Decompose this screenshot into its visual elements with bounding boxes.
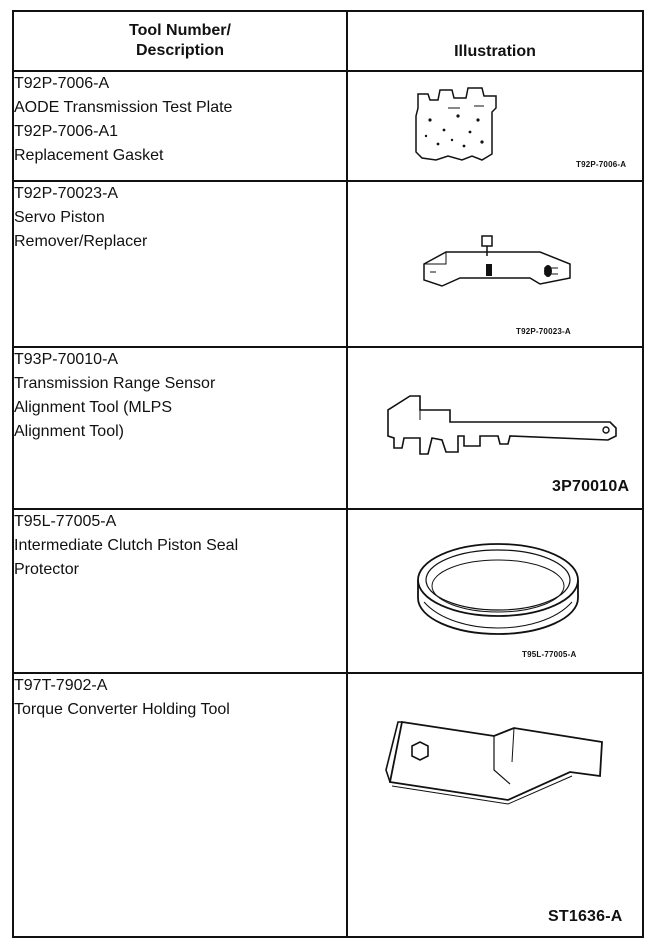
tool-illustration: T95L-77005-A xyxy=(346,508,644,674)
header-row: Tool Number/ Description Illustration xyxy=(12,10,644,72)
tool-number: T97T-7902-A xyxy=(14,677,108,694)
header-illustration-label: Illustration xyxy=(454,43,536,60)
tool-description-line: Remover/Replacer xyxy=(14,233,148,250)
tool-description: T92P-7006-A AODE Transmission Test Plate… xyxy=(12,70,348,182)
header-illustration: Illustration xyxy=(346,10,644,72)
tool-number: T93P-70010-A xyxy=(14,351,119,368)
tool-number: T92P-7006-A xyxy=(14,75,110,92)
servo-piston-tool-icon xyxy=(423,235,571,287)
tool-description-line: Alignment Tool) xyxy=(14,423,124,440)
tool-description-line: Alignment Tool (MLPS xyxy=(14,399,172,416)
tool-illustration: 3P70010A xyxy=(346,346,644,510)
figure-code: T92P-70023-A xyxy=(516,327,571,336)
figure-code: 3P70010A xyxy=(552,478,630,495)
tool-description: T95L-77005-A Intermediate Clutch Piston … xyxy=(12,508,348,674)
table-row: T92P-70023-A Servo Piston Remover/Replac… xyxy=(12,180,644,348)
tool-illustration: T92P-7006-A xyxy=(346,70,644,182)
tool-description: T97T-7902-A Torque Converter Holding Too… xyxy=(12,672,348,938)
header-description: Tool Number/ Description xyxy=(12,10,348,72)
table-row: T93P-70010-A Transmission Range Sensor A… xyxy=(12,346,644,510)
tool-description: T92P-70023-A Servo Piston Remover/Replac… xyxy=(12,180,348,348)
tool-number: T92P-70023-A xyxy=(14,185,119,202)
tool-description-line: Replacement Gasket xyxy=(14,147,164,164)
tool-description-line: Torque Converter Holding Tool xyxy=(14,701,230,718)
test-plate-icon xyxy=(415,87,497,161)
table-row: T95L-77005-A Intermediate Clutch Piston … xyxy=(12,508,644,674)
figure-code: T92P-7006-A xyxy=(576,160,627,169)
tool-illustration: ST1636-A xyxy=(346,672,644,938)
header-description-line1: Tool Number/ xyxy=(129,22,231,39)
table-row: T92P-7006-A AODE Transmission Test Plate… xyxy=(12,70,644,182)
tool-description-line: Transmission Range Sensor xyxy=(14,375,216,392)
tool-illustration: T92P-70023-A xyxy=(346,180,644,348)
figure-code: ST1636-A xyxy=(548,908,623,925)
tool-description-line: Protector xyxy=(14,561,79,578)
tool-description-line: Servo Piston xyxy=(14,209,105,226)
tool-description-line: AODE Transmission Test Plate xyxy=(14,99,233,116)
table-row: T97T-7902-A Torque Converter Holding Too… xyxy=(12,672,644,938)
tool-number: T95L-77005-A xyxy=(14,513,117,530)
torque-converter-holding-tool-icon xyxy=(385,720,603,805)
tools-table: Tool Number/ Description Illustration T9… xyxy=(12,10,644,938)
tool-description: T93P-70010-A Transmission Range Sensor A… xyxy=(12,346,348,510)
tool-description-line: Intermediate Clutch Piston Seal xyxy=(14,537,239,554)
seal-protector-ring-icon xyxy=(417,543,579,635)
tool-number: T92P-7006-A1 xyxy=(14,123,119,140)
alignment-tool-icon xyxy=(387,395,617,455)
figure-code: T95L-77005-A xyxy=(522,650,577,659)
header-description-line2: Description xyxy=(135,42,224,59)
